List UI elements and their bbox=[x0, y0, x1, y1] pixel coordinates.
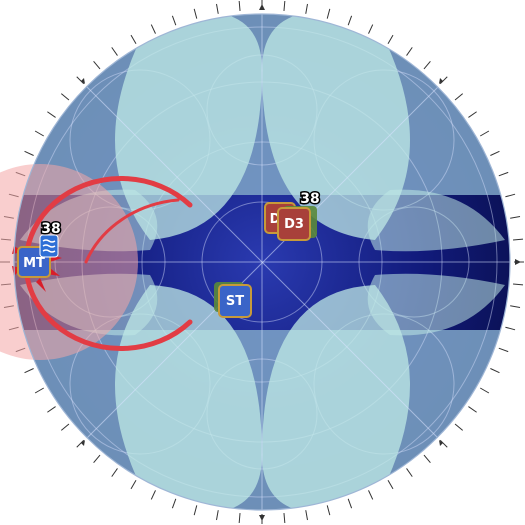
rim-tick bbox=[34, 387, 45, 394]
safe-zone-east-upper bbox=[367, 189, 505, 252]
rim-tick bbox=[387, 34, 394, 45]
debuff-d3-stacks: 38 bbox=[299, 190, 321, 209]
rim-tick bbox=[468, 111, 477, 118]
rim-tick bbox=[490, 150, 500, 156]
rim-tick bbox=[406, 47, 413, 56]
rim-tick bbox=[130, 479, 137, 490]
rim-tick bbox=[510, 216, 521, 219]
rim-tick bbox=[111, 47, 118, 56]
rim-tick bbox=[347, 498, 353, 509]
rim-tick bbox=[60, 423, 70, 431]
marker-mt-label: MT bbox=[23, 256, 45, 271]
rim-tick bbox=[171, 498, 177, 509]
danger-zone-west bbox=[0, 164, 138, 360]
rim-tick bbox=[238, 512, 241, 524]
rim-tick bbox=[468, 406, 477, 413]
rim-tick bbox=[505, 326, 516, 331]
rim-tick bbox=[305, 3, 308, 14]
rim-tick bbox=[512, 238, 524, 241]
safe-zone-se bbox=[262, 285, 410, 510]
cardinal-markers bbox=[81, 4, 521, 521]
rim-tick bbox=[439, 76, 448, 85]
rim-tick bbox=[76, 76, 85, 85]
rim-tick bbox=[439, 439, 448, 448]
rim-tick bbox=[326, 8, 331, 19]
arena-rim bbox=[13, 13, 511, 511]
rim-tick bbox=[171, 15, 177, 26]
rim-tick bbox=[24, 150, 34, 156]
rim-tick bbox=[34, 130, 45, 137]
rim-tick bbox=[368, 24, 374, 34]
marker-d3-label: D3 bbox=[284, 217, 304, 232]
rim-tick bbox=[326, 505, 331, 516]
rim-tick bbox=[423, 60, 431, 70]
rim-tick bbox=[60, 93, 70, 101]
east-pointer-icon bbox=[515, 259, 521, 265]
rim-tick bbox=[512, 283, 524, 286]
rim-tick bbox=[454, 93, 464, 101]
marker-st[interactable]: ST bbox=[214, 282, 252, 318]
rim-tick bbox=[238, 0, 241, 12]
rim-tick bbox=[150, 24, 156, 34]
rim-tick bbox=[406, 468, 413, 477]
north-pointer-icon bbox=[259, 4, 265, 10]
rim-tick bbox=[510, 305, 521, 308]
rim-tick bbox=[150, 490, 156, 500]
rim-tick bbox=[479, 130, 490, 137]
rim-tick bbox=[305, 510, 308, 521]
rim-tick bbox=[193, 8, 198, 19]
rim-tick bbox=[93, 60, 101, 70]
rim-tick bbox=[193, 505, 198, 516]
southwest-pointer-icon bbox=[81, 440, 85, 446]
rim-tick bbox=[505, 193, 516, 198]
water-debuff-icon bbox=[39, 234, 59, 258]
rim-tick bbox=[479, 387, 490, 394]
rim-tick bbox=[368, 490, 374, 500]
rim-tick bbox=[216, 3, 219, 14]
south-pointer-icon bbox=[259, 515, 265, 521]
rim-tick bbox=[47, 406, 56, 413]
marker-st-label: ST bbox=[226, 294, 244, 309]
southeast-pointer-icon bbox=[439, 440, 443, 446]
marker-d3[interactable]: D D3 bbox=[264, 202, 317, 241]
rim-tick bbox=[498, 171, 509, 177]
rim-tick bbox=[93, 454, 101, 464]
rim-tick bbox=[454, 423, 464, 431]
rim-tick bbox=[111, 468, 118, 477]
rim-tick bbox=[347, 15, 353, 26]
rim-tick bbox=[76, 439, 85, 448]
safe-zone-ne bbox=[262, 14, 410, 240]
debuff-mt-count: 38 bbox=[41, 221, 60, 237]
rim-tick bbox=[283, 512, 286, 524]
rim-tick bbox=[498, 347, 509, 353]
marker-d-behind-label: D bbox=[270, 212, 281, 227]
rim-tick bbox=[490, 368, 500, 374]
rim-tick bbox=[423, 454, 431, 464]
rim-tick bbox=[216, 510, 219, 521]
rim-tick bbox=[24, 368, 34, 374]
northwest-pointer-icon bbox=[81, 78, 85, 84]
rim-tick bbox=[130, 34, 137, 45]
rim-tick bbox=[387, 479, 394, 490]
rim-tick bbox=[283, 0, 286, 12]
safe-zone-east-lower bbox=[367, 273, 505, 336]
rim-tick bbox=[47, 111, 56, 118]
northeast-pointer-icon bbox=[439, 78, 443, 84]
debuff-d3-count: 38 bbox=[300, 191, 319, 207]
